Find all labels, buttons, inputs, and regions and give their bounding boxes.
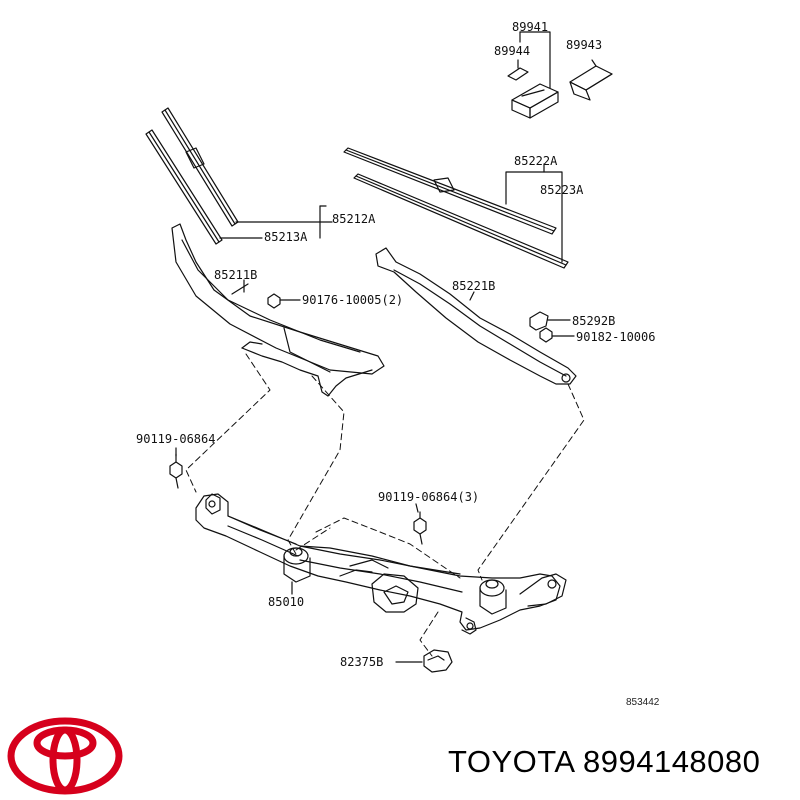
label-82375B: 82375B [340,655,384,669]
label-85212A: 85212A [332,212,376,226]
bolt-90119-right [413,511,427,545]
wiper-linkage-85010 [195,493,567,635]
leader-89941 [519,31,551,89]
nut-90182 [539,327,575,343]
label-89943: 89943 [566,38,603,52]
left-wiper-blade [161,107,333,239]
bolt-90119-left [169,453,183,489]
rain-sensor-89941 [511,83,559,119]
label-90182-10006: 90182-10006 [576,330,656,344]
label-89944: 89944 [494,44,531,58]
label-85213A: 85213A [264,230,308,244]
label-85223A: 85223A [540,183,584,197]
pad-89944 [507,67,529,81]
toyota-logo-icon [7,717,123,795]
label-leaders [175,279,475,513]
illustration-number: 853442 [626,697,660,708]
label-85222A: 85222A [514,154,558,168]
right-wiper-arm [375,247,577,385]
left-wiper-refill [145,129,263,245]
label-85221B: 85221B [452,279,496,293]
left-wiper-arm [171,223,385,397]
right-wiper-refill [353,163,569,269]
label-90119-06864-qty3: 90119-06864(3) [378,490,480,504]
label-89941: 89941 [512,20,549,34]
brand-part-caption: TOYOTA 8994148080 [448,744,761,779]
leader-85222A [505,171,563,263]
label-90176-10005: 90176-10005(2) [302,293,404,307]
label-85292B: 85292B [572,314,616,328]
sensor-parts-group [507,31,613,119]
connector-82375B [395,649,453,673]
assembly-guide-lines [185,353,585,657]
label-85010: 85010 [268,595,305,609]
sensor-cover-89943 [569,59,613,101]
right-wiper-blade [343,147,557,235]
label-85211B: 85211B [214,268,258,282]
label-90119-06864: 90119-06864 [136,432,216,446]
cap-85292B [529,311,571,331]
nut-90176 [267,293,301,309]
